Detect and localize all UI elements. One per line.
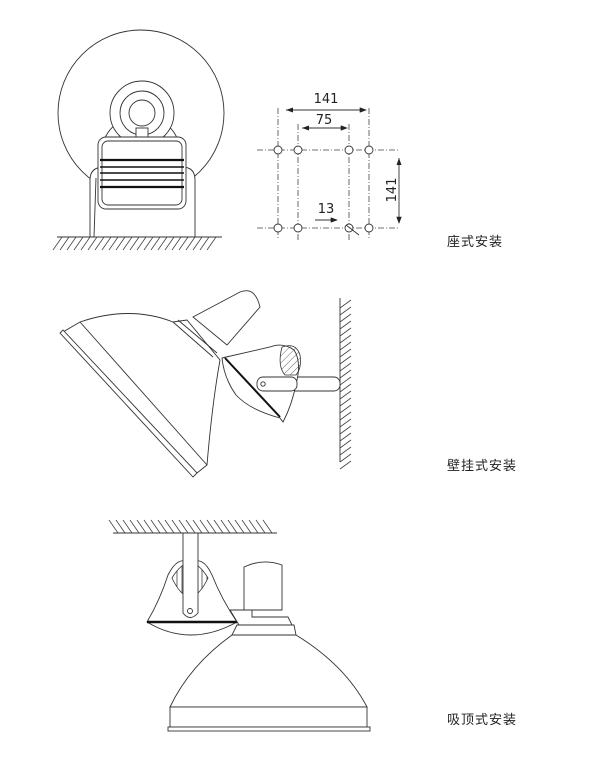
hatch-line xyxy=(108,519,119,534)
hatch-line xyxy=(143,519,154,534)
hatch-line xyxy=(164,236,175,251)
hatch-line xyxy=(227,519,238,534)
hatch-line xyxy=(52,236,63,251)
hatch-line xyxy=(262,519,273,534)
hatch-line xyxy=(157,519,168,534)
hatch-line xyxy=(122,236,133,251)
hatch-line xyxy=(339,320,352,330)
hatch-line xyxy=(234,519,245,534)
hatch-line xyxy=(136,519,147,534)
hatch-line xyxy=(101,236,112,251)
mount-hole xyxy=(273,145,283,155)
lamp-rim xyxy=(59,329,198,478)
hatch-line xyxy=(199,236,210,251)
section-label-ceiling-mount: 吸顶式安装 xyxy=(447,713,518,728)
hatch-line xyxy=(339,355,352,365)
hatch-line xyxy=(206,519,217,534)
hatch-line xyxy=(192,236,203,251)
hatch-line xyxy=(220,519,231,534)
hatch-line xyxy=(150,519,161,534)
hatch-line xyxy=(206,236,217,251)
hatch-line xyxy=(129,236,140,251)
hatch-line xyxy=(339,334,352,344)
dim-outer-width: 141 xyxy=(314,92,339,107)
section-label-wall-mount: 壁挂式安装 xyxy=(447,459,518,474)
hatch-line xyxy=(185,519,196,534)
ceiling-rod xyxy=(182,532,199,618)
wall-mount-drawing xyxy=(59,290,352,478)
section-label-seat-mount: 座式安装 xyxy=(447,235,504,250)
hatch-line xyxy=(157,236,168,251)
hatch-line xyxy=(339,418,352,428)
hatch-line xyxy=(339,453,352,463)
mount-hole xyxy=(364,145,374,155)
hatch-line xyxy=(339,369,352,379)
seat-mount-drawing xyxy=(52,29,225,251)
hatch-line xyxy=(339,376,352,386)
hatch-line xyxy=(171,236,182,251)
hatch-line xyxy=(150,236,161,251)
hatch-line xyxy=(339,432,352,442)
mount-hole xyxy=(364,223,374,233)
hatch-line xyxy=(339,439,352,449)
hatch-line xyxy=(192,519,203,534)
hatch-line xyxy=(339,460,352,470)
hatch-line xyxy=(185,236,196,251)
dim-hole: 13 xyxy=(318,202,335,217)
hatch-line xyxy=(339,404,352,414)
hatch-line xyxy=(178,236,189,251)
dim-height: 141 xyxy=(385,178,400,203)
hatch-line xyxy=(339,306,352,316)
hatch-line xyxy=(129,519,140,534)
hatch-line xyxy=(136,236,147,251)
hole-pattern: 141 75 141 13 xyxy=(257,92,402,240)
hatch-line xyxy=(339,446,352,456)
mount-hole xyxy=(293,223,303,233)
hatch-line xyxy=(213,519,224,534)
mount-hole xyxy=(273,223,283,233)
hatch-line xyxy=(339,390,352,400)
hatch-line xyxy=(178,519,189,534)
hatch-line xyxy=(339,348,352,358)
hatch-line xyxy=(339,425,352,435)
hatch-line xyxy=(164,519,175,534)
hatch-line xyxy=(339,299,352,309)
hatch-line xyxy=(248,519,259,534)
lamp-cap xyxy=(192,290,261,346)
hatch-line xyxy=(122,519,133,534)
hatch-line xyxy=(339,383,352,393)
ceiling-lamp-shade xyxy=(169,624,368,708)
hatch-line xyxy=(87,236,98,251)
wall-lamp-shade xyxy=(62,313,221,474)
hatch-line xyxy=(94,236,105,251)
hatch-line xyxy=(115,236,126,251)
hatch-line xyxy=(108,236,119,251)
hatch-line xyxy=(339,327,352,337)
dim-inner-width: 75 xyxy=(316,113,333,128)
hatch-line xyxy=(73,236,84,251)
hatch-line xyxy=(339,397,352,407)
lamp-rim xyxy=(167,726,371,732)
hatch-line xyxy=(115,519,126,534)
hatch-line xyxy=(339,411,352,421)
mount-hole xyxy=(344,145,354,155)
hatch-line xyxy=(339,362,352,372)
mount-hole xyxy=(293,145,303,155)
ceiling-mount-drawing xyxy=(108,519,371,732)
hatch-line xyxy=(241,519,252,534)
hatch-line xyxy=(171,519,182,534)
hatch-line xyxy=(66,236,77,251)
hatch-line xyxy=(143,236,154,251)
hatch-line xyxy=(80,236,91,251)
hatch-line xyxy=(255,519,266,534)
hatch-line xyxy=(199,519,210,534)
hatch-line xyxy=(339,313,352,323)
hatch-line xyxy=(339,341,352,351)
lamp-cap xyxy=(243,561,283,611)
hatch-line xyxy=(59,236,70,251)
